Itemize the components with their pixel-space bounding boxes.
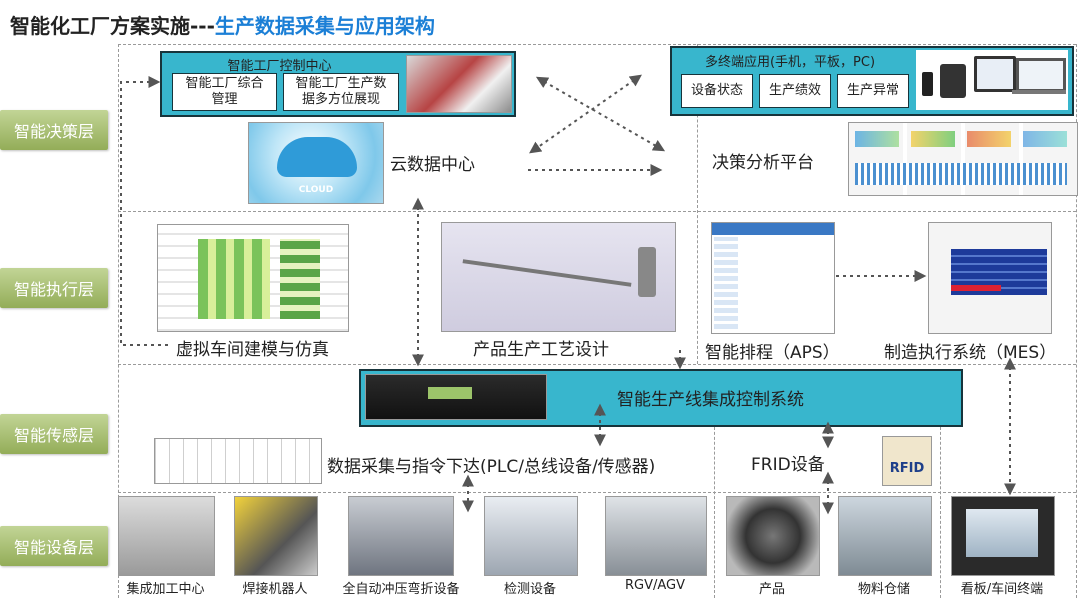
equipment-image-warehouse	[838, 496, 932, 576]
mes-alarm-row	[951, 285, 1001, 291]
aps-screenshot	[711, 222, 835, 334]
layer-divider	[118, 211, 1076, 212]
column-divider	[697, 44, 698, 364]
arrow-cross-2	[529, 74, 642, 154]
layer-label-execution: 智能执行层	[0, 268, 108, 308]
gauge-widget	[855, 131, 899, 147]
cloud-logo-text: CLOUD	[298, 185, 334, 195]
layer-divider	[118, 364, 1076, 365]
arrow-cross-1	[535, 76, 666, 152]
equipment-label: 检测设备	[503, 582, 556, 597]
column-divider	[714, 422, 715, 598]
equipment-label: 物料仓储	[857, 582, 910, 597]
gauge-widget	[967, 131, 1011, 147]
controller-display	[428, 387, 472, 399]
monitor-icon	[974, 56, 1016, 92]
equipment-label: 看板/车间终端	[960, 582, 1044, 597]
rfid-logo-image: RFID	[882, 436, 932, 486]
terminal-item: 生产绩效	[759, 74, 831, 108]
cloud-data-center-label: 云数据中心	[390, 155, 475, 175]
frame-border	[1076, 44, 1077, 598]
aps-label: 智能排程（APS）	[705, 343, 840, 363]
equipment-label: RGV/AGV	[624, 578, 685, 593]
tablet-icon	[940, 64, 966, 98]
layer-divider	[118, 44, 1076, 45]
dashboard-image	[848, 122, 1078, 196]
frame-border	[118, 44, 119, 598]
integration-control-panel: 智能生产线集成控制系统	[359, 369, 963, 427]
process-design-label: 产品生产工艺设计	[473, 340, 609, 360]
tree-panel	[714, 237, 738, 329]
control-center-title: 智能工厂控制中心	[227, 59, 332, 74]
decision-analysis-label: 决策分析平台	[712, 153, 814, 173]
cloud-image: CLOUD	[248, 122, 384, 204]
title-highlight: 生产数据采集与应用架构	[214, 14, 435, 38]
rfid-logo-text: RFID	[889, 461, 925, 476]
terminal-item: 生产异常	[837, 74, 909, 108]
equipment-image-press	[348, 496, 454, 576]
window-titlebar	[712, 223, 834, 235]
terminal-screen	[966, 509, 1038, 557]
workshop-layout-image	[157, 224, 349, 332]
bar-widget	[855, 163, 1067, 185]
equipment-image-product	[726, 496, 820, 576]
layer-label-decision: 智能决策层	[0, 110, 108, 150]
equipment-image-inspection	[484, 496, 578, 576]
equipment-image-welding-robot	[234, 496, 318, 576]
laptop-base	[1012, 90, 1066, 94]
layout-zone	[198, 239, 270, 319]
multi-terminal-panel: 多终端应用(手机，平板，PC) 设备状态 生产绩效 生产异常	[670, 46, 1074, 116]
equipment-label: 产品	[758, 582, 785, 597]
arrow-virtual-to-control	[120, 76, 168, 346]
title-prefix: 智能化工厂方案实施---	[10, 14, 215, 38]
layer-label-sensing: 智能传感层	[0, 414, 108, 454]
layer-divider	[118, 492, 1076, 493]
cloud-icon	[277, 137, 357, 177]
terminal-item: 设备状态	[681, 74, 753, 108]
network-topology-image	[154, 438, 322, 484]
column-divider	[940, 422, 941, 598]
layout-zone	[280, 239, 320, 319]
control-center-panel: 智能工厂控制中心 智能工厂综合 管理 智能工厂生产数 据多方位展现	[160, 51, 516, 117]
phone-icon	[922, 72, 933, 96]
muffler	[638, 247, 656, 297]
equipment-label: 集成加工中心	[126, 582, 205, 597]
equipment-image-terminal	[951, 496, 1055, 576]
control-center-item: 智能工厂生产数 据多方位展现	[283, 73, 399, 111]
page-title: 智能化工厂方案实施---生产数据采集与应用架构	[10, 10, 435, 39]
devices-image	[916, 50, 1068, 110]
multi-terminal-title: 多终端应用(手机，平板，PC)	[704, 55, 876, 70]
equipment-image-agv	[605, 496, 707, 576]
rfid-device-label: FRID设备	[751, 455, 825, 475]
equipment-image-machining	[118, 496, 215, 576]
factory-tablet-image	[406, 55, 512, 113]
controller-image	[365, 374, 547, 420]
process-design-image	[441, 222, 676, 332]
control-center-item: 智能工厂综合 管理	[172, 73, 277, 111]
equipment-label: 焊接机器人	[242, 582, 308, 597]
virtual-workshop-label: 虚拟车间建模与仿真	[176, 340, 329, 360]
integration-control-label: 智能生产线集成控制系统	[617, 390, 804, 410]
gauge-widget	[1023, 131, 1067, 147]
equipment-label: 全自动冲压弯折设备	[342, 582, 460, 597]
mes-screenshot	[928, 222, 1052, 334]
data-collection-label: 数据采集与指令下达(PLC/总线设备/传感器)	[327, 457, 656, 477]
layer-label-equipment: 智能设备层	[0, 526, 108, 566]
gauge-widget	[911, 131, 955, 147]
